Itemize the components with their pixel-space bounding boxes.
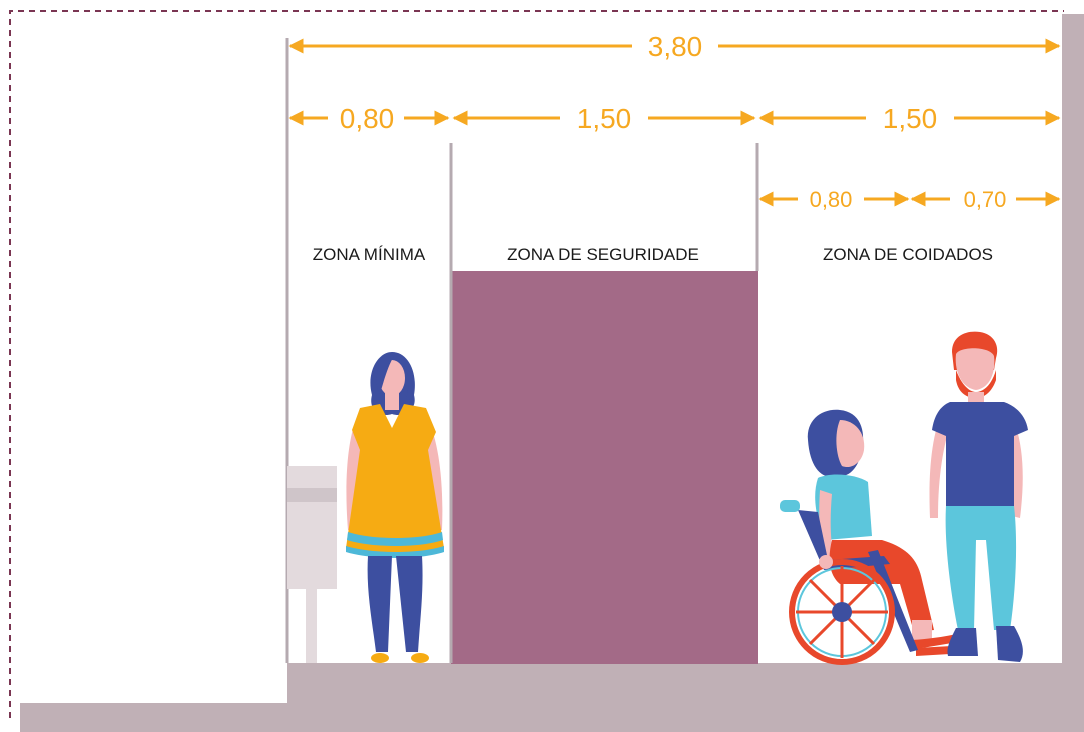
dimension-care-companion-label: 0,70	[964, 187, 1007, 212]
sidewalk-ground	[287, 663, 1084, 732]
zone-security-label: ZONA DE SEGURIDADE	[507, 245, 699, 264]
dimension-care-label: 1,50	[883, 103, 938, 134]
zone-minimum-label: ZONA MÍNIMA	[313, 245, 426, 264]
dimension-care-wheelchair-label: 0,80	[810, 187, 853, 212]
street-bin-icon	[287, 466, 337, 663]
wheelchair-user-icon	[780, 409, 970, 665]
dimension-total-label: 3,80	[648, 31, 703, 62]
dashed-border	[9, 10, 1064, 718]
zone-care-label: ZONA DE COIDADOS	[823, 245, 993, 264]
man-standing-icon	[929, 331, 1028, 662]
right-wall	[1062, 14, 1084, 732]
dimension-minimum-label: 0,80	[340, 103, 395, 134]
dimension-security-label: 1,50	[577, 103, 632, 134]
security-zone-block	[451, 271, 758, 664]
road-ground	[20, 703, 287, 732]
woman-standing-icon	[346, 352, 444, 663]
